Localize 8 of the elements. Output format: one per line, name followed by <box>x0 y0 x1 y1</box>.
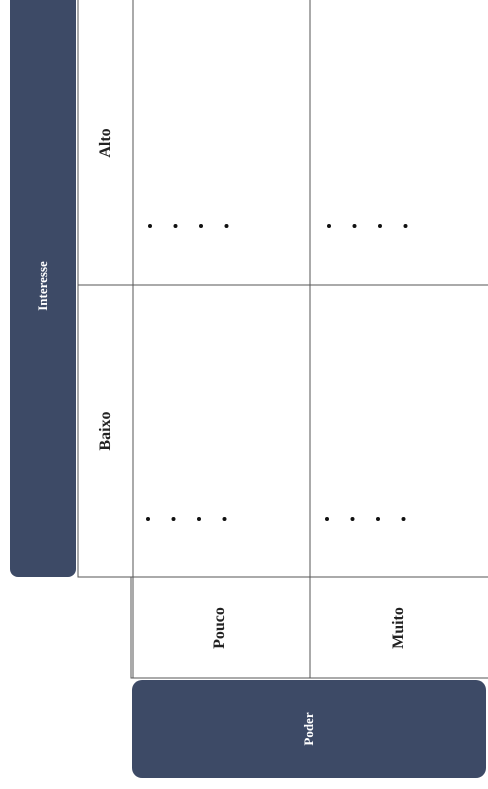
header-label: Baixo <box>96 411 114 451</box>
axis-title: Interesse <box>35 260 51 310</box>
header-label: Pouco <box>211 606 229 648</box>
axis-title: Poder <box>301 712 317 746</box>
header-bar <box>132 680 486 778</box>
header-label: Muito <box>390 606 408 648</box>
header-bar <box>10 0 76 577</box>
header-label: Alto <box>96 128 114 158</box>
